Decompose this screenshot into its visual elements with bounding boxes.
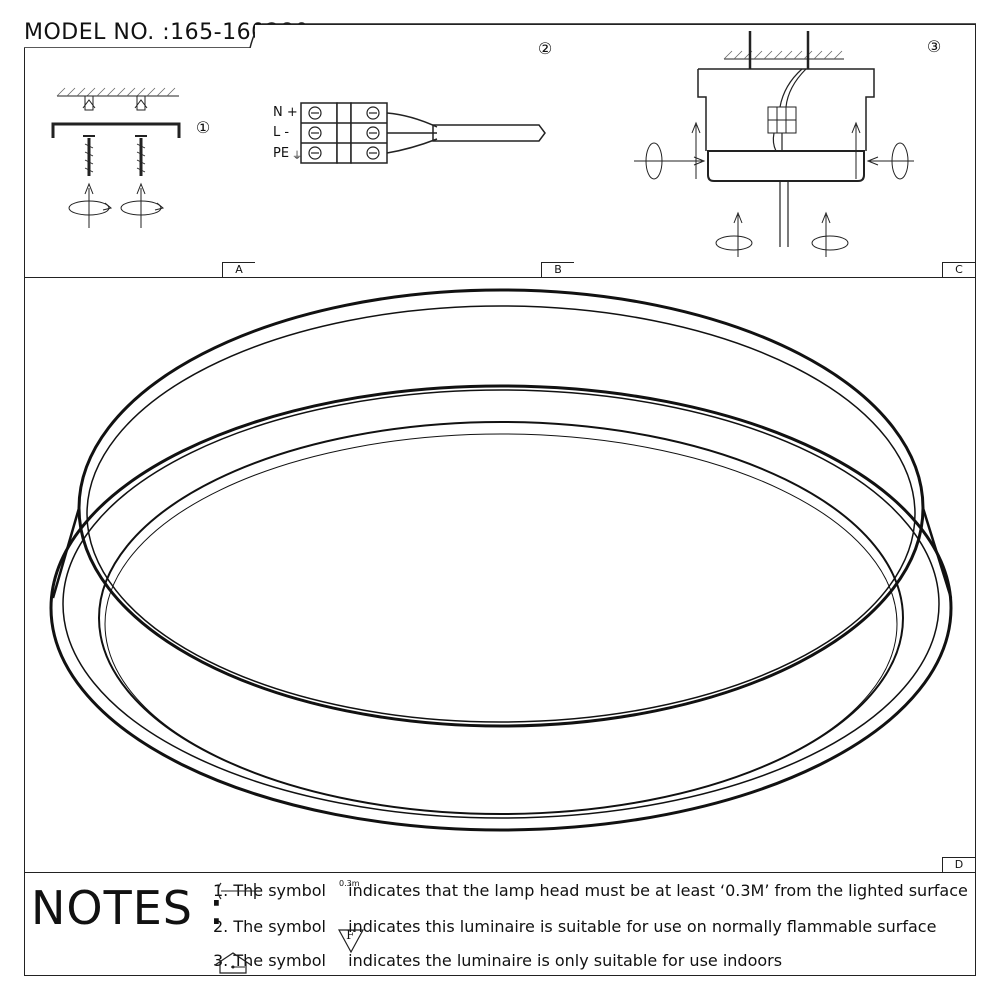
note-item-2: 2. The symbol F indicates this luminaire…: [213, 917, 937, 953]
note-prefix: 1. The symbol: [213, 881, 326, 900]
notes-title: NOTES :: [31, 881, 226, 935]
terminal-screw-icon: [308, 106, 380, 160]
note-item-3: 3. The symbol indicates the luminaire is…: [213, 951, 783, 974]
wire-label-neutral: N +: [273, 105, 298, 120]
ceiling-bracket-illustration: [51, 87, 181, 228]
rotate-arrow-icon: [634, 121, 914, 257]
distance-symbol-label: 0.3m: [339, 879, 360, 888]
flammable-symbol-letter: F: [346, 927, 355, 942]
panel-a: ① A: [24, 48, 256, 278]
panel-b: N + L - PE ⏚ ② B: [255, 24, 575, 278]
earth-ground-icon: ⏚: [292, 151, 302, 162]
step-number: ②: [537, 39, 553, 58]
wire-label-earth: PE: [273, 146, 290, 161]
lamp-diffuser: [98, 421, 904, 815]
cable-wires: [386, 112, 546, 154]
screw-icon: [748, 31, 810, 69]
panel-c: ③ C: [574, 24, 976, 278]
terminal-block-icon: [767, 106, 797, 134]
lamp-bottom-ring: [49, 384, 953, 832]
step-number: ③: [926, 37, 942, 56]
panel-d: D: [24, 277, 976, 873]
note-text: indicates the luminaire is only suitable…: [348, 951, 783, 970]
wall-plug-icon: [82, 95, 148, 111]
screw-icon: [83, 135, 147, 176]
ceiling-mount-illustration: [634, 31, 914, 257]
note-prefix: 2. The symbol: [213, 917, 326, 936]
ceiling-lamp-drawing: [49, 288, 953, 832]
step-number: ①: [195, 118, 211, 137]
wire-label-live: L -: [273, 125, 290, 140]
note-text: indicates that the lamp head must be at …: [348, 881, 968, 900]
notes-panel: NOTES : 1. The symbol 0.3m indicates tha…: [24, 872, 976, 976]
note-item-1: 1. The symbol 0.3m indicates that the la…: [213, 879, 968, 900]
rotate-arrow-icon: [68, 182, 165, 228]
panel-letter-d: D: [942, 857, 975, 872]
terminal-block-illustration: [300, 102, 546, 164]
note-prefix: 3. The symbol: [213, 951, 326, 970]
panel-letter-b: B: [541, 262, 574, 277]
panel-letter-a: A: [222, 262, 255, 277]
note-text: indicates this luminaire is suitable for…: [348, 917, 937, 936]
panel-letter-c: C: [942, 262, 975, 277]
cable-wires: [772, 68, 807, 152]
lamp-outer-rim: [77, 288, 925, 728]
